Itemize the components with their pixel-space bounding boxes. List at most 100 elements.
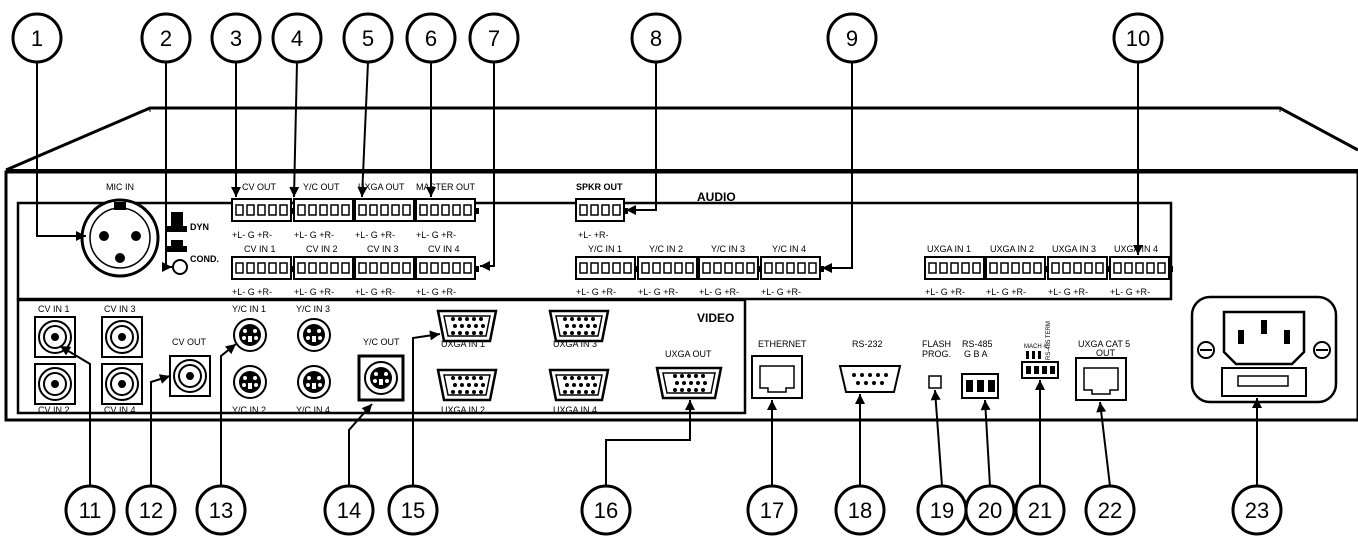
pin-label-uxga-in-2: +L- G +R- (986, 287, 1026, 297)
uxga-in-4-audio-terminal[interactable] (1109, 256, 1173, 280)
callout-13: 13 (195, 484, 247, 536)
uxga-in-2-vga[interactable] (436, 368, 498, 402)
callout-6: 6 (405, 12, 457, 64)
dyn-switch-base (165, 226, 187, 232)
cond-switch-base (165, 246, 187, 252)
callout-21: 21 (1014, 484, 1066, 536)
uxga-in-3-audio-terminal[interactable] (1047, 256, 1111, 280)
chassis-top-inner (149, 108, 1281, 112)
yc-in-2-audio-terminal[interactable] (637, 256, 701, 280)
cv-in-3-video-label: CV IN 3 (104, 304, 136, 314)
yc-in-1-audio-terminal[interactable] (575, 256, 639, 280)
leader-11 (59, 345, 91, 486)
cv-in-1-bnc[interactable] (34, 316, 76, 358)
uxga-out-audio-terminal[interactable] (354, 198, 418, 222)
rs232-pin (856, 381, 860, 385)
pin-label-uxga-out: +L- G +R- (355, 230, 395, 240)
mach-indicator-3 (1038, 351, 1041, 359)
pin-label-yc-in-1: +L- G +R- (576, 287, 616, 297)
rs232-pins (852, 373, 888, 385)
yc-in-4-svideo[interactable] (297, 365, 331, 399)
uxga-in-1-audio-terminal[interactable] (924, 256, 988, 280)
pin-label-master-out: +L- G +R- (416, 230, 456, 240)
mach-indicator-2 (1032, 351, 1035, 359)
mic-in-label: MIC IN (106, 182, 134, 192)
yc-out-audio-terminal[interactable] (293, 198, 357, 222)
cv-in-2-audio-terminal[interactable] (293, 256, 357, 280)
pin-label-uxga-in-4: +L- G +R- (1110, 287, 1150, 297)
chassis-top-outline (5, 106, 1358, 172)
leader-7 (480, 62, 495, 271)
rs232-pin (872, 381, 876, 385)
flash-label: FLASH (922, 339, 951, 349)
uxga-out-audio-label: UXGA OUT (358, 182, 405, 192)
yc-in-3-audio-label: Y/C IN 3 (711, 244, 745, 254)
cv-in-3-audio-terminal[interactable] (354, 256, 418, 280)
mic-gain-knob[interactable] (172, 259, 188, 275)
leader-4 (289, 61, 300, 198)
cv-in-4-audio-terminal[interactable] (415, 256, 479, 280)
yc-in-1-audio-label: Y/C IN 1 (588, 244, 622, 254)
cv-out-bnc[interactable] (169, 355, 211, 397)
callout-number: 4 (291, 26, 303, 51)
uxga-in-1-vga[interactable] (436, 309, 498, 343)
yc-in-3-svideo[interactable] (297, 318, 331, 352)
callout-10: 10 (1112, 12, 1164, 64)
cv-in-3-bnc[interactable] (101, 316, 143, 358)
callout-14: 14 (323, 484, 375, 536)
callout-16: 16 (580, 484, 632, 536)
callout-number: 23 (1245, 498, 1269, 523)
uxga-out-vga[interactable] (655, 366, 723, 400)
cv-in-2-bnc[interactable] (34, 363, 76, 405)
callout-8: 8 (630, 12, 682, 64)
rs232-pin (868, 373, 872, 377)
yc-in-4-audio-terminal[interactable] (760, 256, 824, 280)
callout-number: 1 (31, 26, 43, 51)
audio-terminal-blocks (231, 198, 1173, 280)
callout-number: 10 (1126, 26, 1150, 51)
dyn-switch-top (171, 212, 183, 228)
spkr-out-label: SPKR OUT (576, 182, 623, 192)
rs232-port[interactable] (838, 365, 902, 393)
master-out-audio-terminal[interactable] (415, 198, 479, 222)
uxga-in-3-vga[interactable] (548, 309, 610, 343)
pin-label-yc-out: +L- G +R- (294, 230, 334, 240)
ethernet-jack (759, 365, 795, 393)
leader-15 (412, 330, 441, 486)
callout-12: 12 (125, 484, 177, 536)
yc-in-2-video-label: Y/C IN 2 (232, 405, 266, 415)
leader-23 (1252, 398, 1262, 486)
cv-in-4-bnc[interactable] (101, 363, 143, 405)
cv-in-1-audio-label: CV IN 1 (244, 244, 276, 254)
leader-20 (980, 399, 991, 487)
callout-17: 17 (746, 484, 798, 536)
yc-out-svideo[interactable] (357, 354, 405, 402)
yc-in-2-svideo[interactable] (233, 365, 267, 399)
flash-prog-button[interactable] (928, 375, 942, 389)
uxga-in-3-video-label: UXGA IN 3 (553, 339, 597, 349)
callout-number: 14 (337, 498, 361, 523)
callout-number: 11 (79, 498, 102, 523)
uxga-in-2-audio-terminal[interactable] (985, 256, 1049, 280)
master-out-label: MASTER OUT (416, 182, 476, 192)
leader-22 (1096, 401, 1111, 487)
callout-number: 13 (209, 498, 233, 523)
pin-label-yc-in-4: +L- G +R- (761, 287, 801, 297)
cv-in-1-audio-terminal[interactable] (231, 256, 295, 280)
dip-switch-1 (1026, 366, 1031, 374)
callout-11: 11 (64, 484, 116, 536)
cv-in-3-audio-label: CV IN 3 (367, 244, 399, 254)
yc-in-1-svideo[interactable] (233, 318, 267, 352)
pin-label-uxga-in-3: +L- G +R- (1048, 287, 1088, 297)
spkr-out-audio-terminal[interactable] (575, 198, 628, 222)
cv-in-4-audio-label: CV IN 4 (428, 244, 460, 254)
callout-number: 3 (230, 26, 242, 51)
uxga-in-4-vga[interactable] (548, 368, 610, 402)
yc-in-3-audio-terminal[interactable] (698, 256, 762, 280)
callout-1: 1 (11, 12, 63, 64)
dip-switch-4 (1050, 366, 1055, 374)
leader-18 (855, 394, 865, 486)
cond-switch-top (171, 240, 183, 248)
cv-out-audio-terminal[interactable] (231, 198, 295, 222)
